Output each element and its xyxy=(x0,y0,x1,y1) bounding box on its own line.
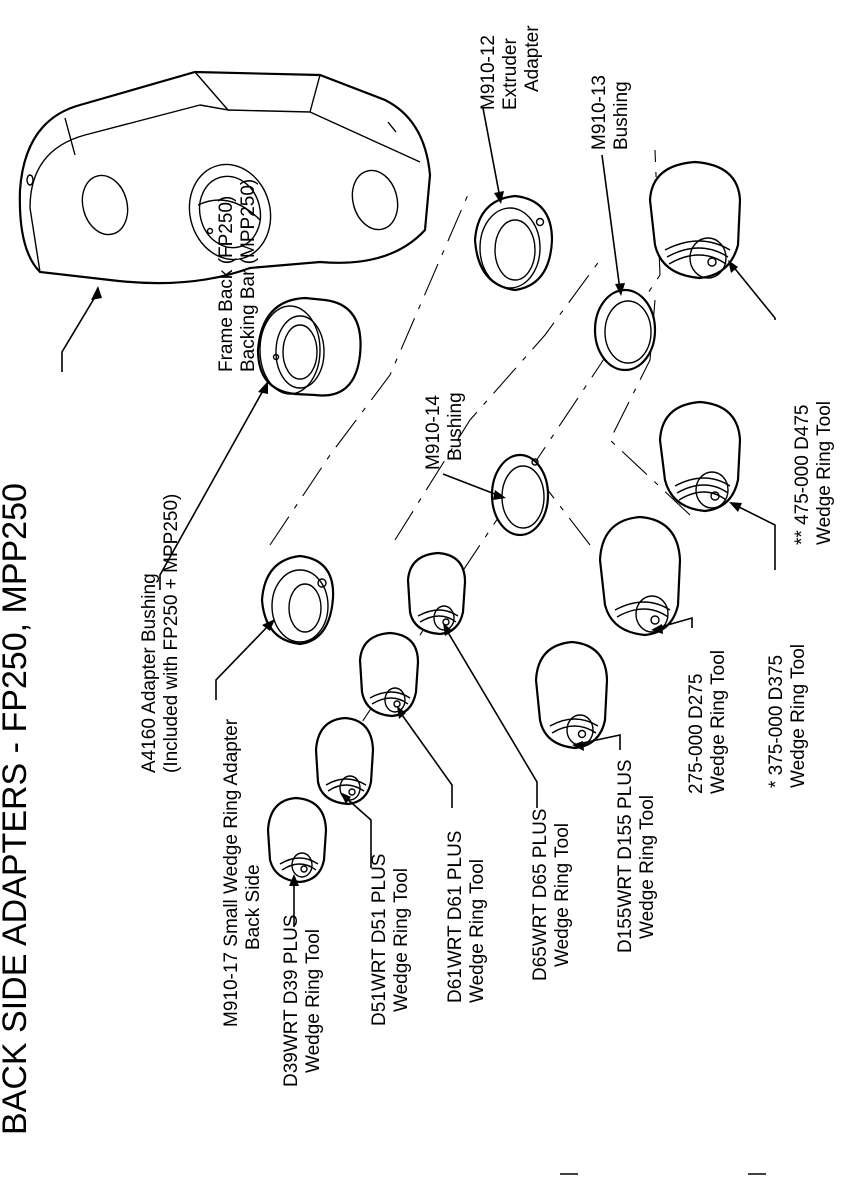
label-frame-back-line2: Backing Bar (MPP250) xyxy=(238,179,259,372)
frame-back-plate xyxy=(18,70,432,285)
label-d475-line1: ** 475-000 D475 xyxy=(792,405,813,546)
a4160-adapter-bushing xyxy=(256,296,362,397)
label-m910-12-line3: Adapter xyxy=(522,25,543,92)
d65-wedge-ring-tool xyxy=(534,640,609,750)
label-d275: 275-000 D275 Wedge Ring Tool xyxy=(686,650,729,794)
label-m910-14-line1: M910-14 xyxy=(423,395,444,470)
label-d65-line2: Wedge Ring Tool xyxy=(552,823,573,967)
leader-lines xyxy=(61,107,776,927)
m910-13-bushing xyxy=(593,288,657,372)
label-a4160: A4160 Adapter Bushing (Included with FP2… xyxy=(139,494,182,773)
label-d375-line2: Wedge Ring Tool xyxy=(788,644,809,788)
label-d51: D51WRT D51 PLUS Wedge Ring Tool xyxy=(369,854,412,1026)
label-d375: * 375-000 D375 Wedge Ring Tool xyxy=(766,644,809,788)
label-d39: D39WRT D39 PLUS Wedge Ring Tool xyxy=(281,915,324,1087)
label-frame-back: Frame Back (FP250) Backing Bar (MPP250) xyxy=(216,179,259,372)
label-d475-line2: Wedge Ring Tool xyxy=(814,401,835,545)
d475-wedge-ring-tool xyxy=(648,160,742,280)
diagram-title: BACK SIDE ADAPTERS - FP250, MPP250 xyxy=(0,483,34,1135)
m910-17-adapter xyxy=(260,554,335,646)
label-d61-line2: Wedge Ring Tool xyxy=(467,859,488,1003)
d61-alt-wedge-ring-tool xyxy=(406,551,467,636)
label-d475: ** 475-000 D475 Wedge Ring Tool xyxy=(792,401,835,545)
label-m910-14-line2: Bushing xyxy=(445,392,466,461)
label-m910-13-line1: M910-13 xyxy=(589,75,610,150)
label-m910-12-line1: M910-12 xyxy=(478,35,499,110)
d61-wedge-ring-tool xyxy=(358,631,420,718)
label-m910-14: M910-14 Bushing xyxy=(423,392,466,470)
label-m910-13: M910-13 Bushing xyxy=(589,75,632,150)
label-m910-17-line1: M910-17 Small Wedge Ring Adapter xyxy=(221,718,242,1027)
d51-wedge-ring-tool xyxy=(314,716,375,806)
label-d39-line2: Wedge Ring Tool xyxy=(303,929,324,1073)
label-d61: D61WRT D61 PLUS Wedge Ring Tool xyxy=(445,831,488,1003)
m910-12-extruder-adapter xyxy=(473,194,554,292)
d155-wedge-ring-tool xyxy=(598,515,682,637)
label-a4160-line2: (Included with FP250 + MPP250) xyxy=(161,494,182,773)
label-d51-line2: Wedge Ring Tool xyxy=(391,868,412,1012)
d375-wedge-ring-tool xyxy=(658,400,742,513)
label-m910-12-line2: Extruder xyxy=(500,38,521,110)
label-m910-17-line2: Back Side xyxy=(243,864,264,950)
label-d155: D155WRT D155 PLUS Wedge Ring Tool xyxy=(615,759,658,953)
label-d39-line1: D39WRT D39 PLUS xyxy=(281,915,302,1087)
m910-14-bushing xyxy=(490,453,550,537)
label-d155-line1: D155WRT D155 PLUS xyxy=(615,759,636,953)
label-a4160-line1: A4160 Adapter Bushing xyxy=(139,573,160,773)
label-d65-line1: D65WRT D65 PLUS xyxy=(530,809,551,981)
label-frame-back-line1: Frame Back (FP250) xyxy=(216,196,237,372)
label-d61-line1: D61WRT D61 PLUS xyxy=(445,831,466,1003)
label-d155-line2: Wedge Ring Tool xyxy=(637,795,658,939)
label-d51-line1: D51WRT D51 PLUS xyxy=(369,854,390,1026)
label-m910-17: M910-17 Small Wedge Ring Adapter Back Si… xyxy=(221,718,264,1027)
label-d275-line2: Wedge Ring Tool xyxy=(708,650,729,794)
label-d65: D65WRT D65 PLUS Wedge Ring Tool xyxy=(530,809,573,981)
label-d275-line1: 275-000 D275 xyxy=(686,674,707,794)
d39-wedge-ring-tool xyxy=(266,796,328,884)
label-d375-line1: * 375-000 D375 xyxy=(766,655,787,788)
label-m910-13-line2: Bushing xyxy=(611,81,632,150)
label-m910-12: M910-12 Extruder Adapter xyxy=(478,25,543,110)
